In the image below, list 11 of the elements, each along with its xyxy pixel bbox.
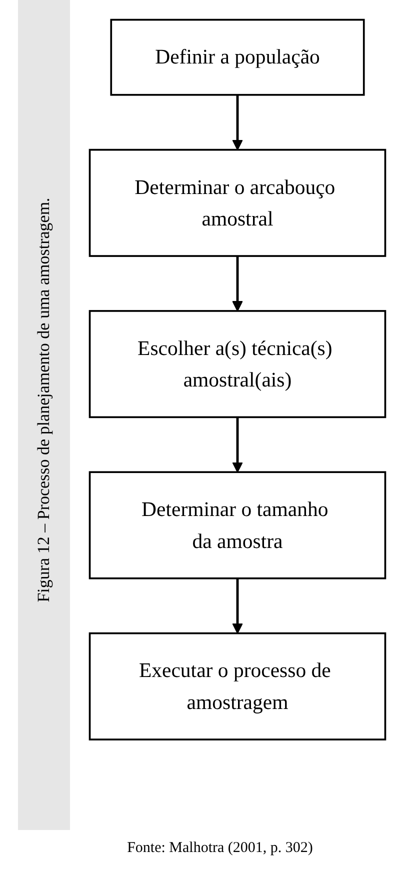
arrow xyxy=(232,578,243,634)
figure-title: Figura 12 – Processo de planejamento de uma amostragem. xyxy=(34,198,54,602)
node-box: Escolher a(s) técnica(s) amostral(ais) xyxy=(88,310,386,418)
node-box: Determinar o arcabouço amostral xyxy=(88,148,386,257)
arrow xyxy=(232,256,243,312)
arrow xyxy=(232,417,243,473)
node-box: Executar o processo de amostragem xyxy=(88,632,386,740)
node-box: Definir a população xyxy=(110,18,365,96)
node-box: Determinar o tamanho da amostra xyxy=(88,471,386,580)
arrow xyxy=(232,94,243,150)
source-caption: Fonte: Malhotra (2001, p. 302) xyxy=(126,840,314,857)
